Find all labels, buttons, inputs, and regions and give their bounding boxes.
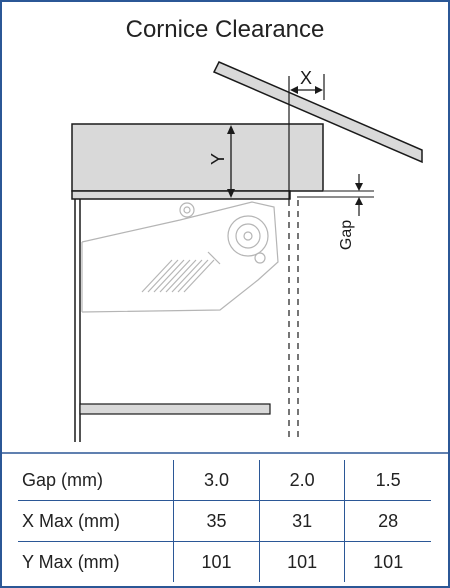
x-label: X (300, 68, 312, 88)
bottom-rail (79, 403, 271, 415)
table-cell: 101 (173, 541, 260, 582)
gap-arrow-top (355, 183, 363, 191)
table-cell: 2.0 (258, 460, 345, 501)
table-cell: 3.0 (173, 460, 260, 501)
table-cell: 1.5 (344, 460, 431, 501)
y-arrow-bottom (227, 189, 235, 198)
cornice-bottom-rail (71, 190, 291, 200)
row-label: Gap (mm) (22, 469, 103, 490)
sloped-ceiling (212, 61, 423, 164)
table-cell: 101 (258, 541, 345, 582)
table-row: X Max (mm) 35 31 28 (18, 500, 431, 542)
table-cell: 101 (344, 541, 431, 582)
cornice-diagram: X Y Gap (2, 61, 448, 454)
roller-mechanism (81, 201, 279, 313)
y-label: Y (208, 153, 228, 165)
clearance-table: Gap (mm) 3.0 2.0 1.5 X Max (mm) 35 31 28… (18, 460, 431, 582)
table-cell: 35 (173, 500, 260, 542)
table-cell: 28 (344, 500, 431, 542)
x-arrow-right (315, 86, 323, 94)
table-row: Gap (mm) 3.0 2.0 1.5 (18, 460, 431, 501)
table-cell: 31 (258, 500, 345, 542)
table-row: Y Max (mm) 101 101 101 (18, 541, 431, 582)
gap-label: Gap (338, 220, 355, 250)
cornice-box (71, 123, 324, 192)
diagram-title: Cornice Clearance (125, 16, 325, 43)
x-arrow-left (290, 86, 298, 94)
row-label: Y Max (mm) (18, 541, 174, 582)
row-label: X Max (mm) (18, 500, 174, 542)
y-arrow-top (227, 125, 235, 134)
gap-arrow-bottom (355, 197, 363, 205)
